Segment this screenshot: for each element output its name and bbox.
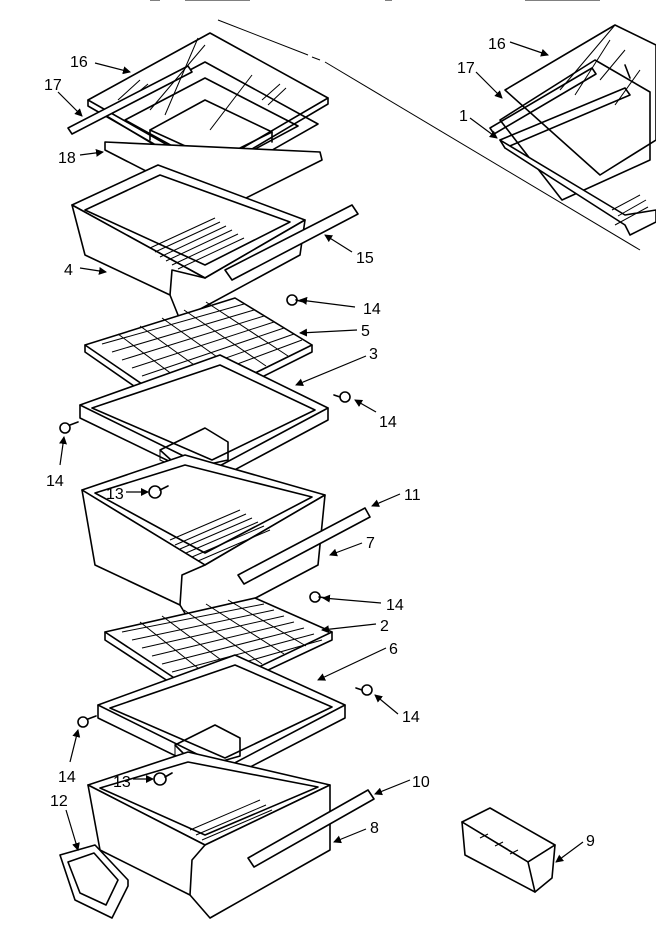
callout-7: 7 bbox=[366, 535, 375, 552]
callout-9: 9 bbox=[586, 833, 595, 850]
callout-12: 12 bbox=[50, 793, 68, 810]
crisper-drawer-7 bbox=[81, 454, 371, 631]
callout-1: 1 bbox=[459, 108, 468, 125]
callout-14-f: 14 bbox=[58, 769, 76, 786]
callout-16-left: 16 bbox=[70, 54, 88, 71]
right-glass-shelf bbox=[489, 24, 656, 236]
fasteners bbox=[59, 294, 373, 786]
callout-17-left: 17 bbox=[44, 77, 62, 94]
screw-13-b bbox=[153, 772, 173, 786]
callout-10: 10 bbox=[412, 774, 430, 791]
crisper-drawer-4 bbox=[71, 164, 359, 321]
callout-5: 5 bbox=[361, 323, 370, 340]
screw-14-e bbox=[355, 684, 373, 696]
crisper-cover-frame-5-3 bbox=[79, 297, 329, 483]
callout-14-e: 14 bbox=[402, 709, 420, 726]
callout-4: 4 bbox=[64, 262, 73, 279]
screw-14-c bbox=[59, 421, 79, 434]
callout-14-d: 14 bbox=[386, 597, 404, 614]
glass-shelf-assembly bbox=[67, 32, 329, 211]
screw-14-b bbox=[333, 391, 351, 403]
callout-13-a: 13 bbox=[106, 486, 124, 503]
callout-6: 6 bbox=[389, 641, 398, 658]
screw-14-d bbox=[309, 591, 328, 603]
callout-16-right: 16 bbox=[488, 36, 506, 53]
callout-labels: 16 17 18 4 15 14 5 3 14 14 13 11 7 14 2 … bbox=[44, 36, 595, 850]
callout-17-right: 17 bbox=[457, 60, 475, 77]
callout-15: 15 bbox=[356, 250, 374, 267]
callout-3: 3 bbox=[369, 346, 378, 363]
callout-14-c: 14 bbox=[46, 473, 64, 490]
screw-14-f bbox=[77, 715, 97, 728]
label-plate-12 bbox=[59, 844, 129, 919]
callout-11: 11 bbox=[404, 487, 421, 504]
leader-lines bbox=[57, 41, 584, 863]
callout-18: 18 bbox=[58, 150, 76, 167]
callout-2: 2 bbox=[380, 618, 389, 635]
screw-13-a bbox=[148, 485, 169, 499]
crisper-cover-frame-2-6 bbox=[97, 597, 346, 781]
callout-13-b: 13 bbox=[113, 774, 131, 791]
callout-8: 8 bbox=[370, 820, 379, 837]
callout-14-b: 14 bbox=[379, 414, 397, 431]
door-bin-9 bbox=[461, 807, 556, 893]
crisper-drawer-8 bbox=[87, 751, 375, 919]
callout-14-a: 14 bbox=[363, 301, 381, 318]
reference-dashed-line bbox=[217, 19, 641, 251]
